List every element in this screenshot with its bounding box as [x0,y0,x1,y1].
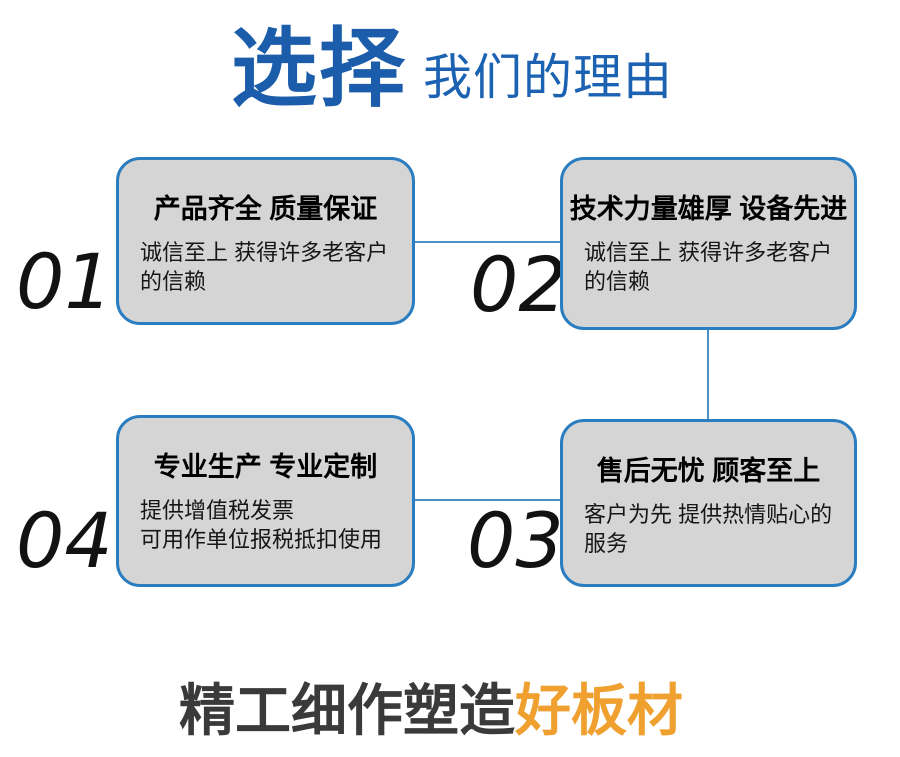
reason-desc-02: 诚信至上 获得许多老客户的信赖 [584,240,833,295]
page-title: 选择 我们的理由 [231,21,674,117]
reason-desc-03: 客户为先 提供热情贴心的服务 [584,502,833,557]
connector-box02-box03 [707,329,709,420]
footer-text-orange: 好板材 [515,679,683,742]
title-main: 选择 [231,21,407,117]
reason-desc-04: 提供增值税发票 可用作单位报税抵扣使用 [140,498,383,553]
reason-box-01: 产品齐全 质量保证 诚信至上 获得许多老客户的信赖 [116,157,415,325]
footer-slogan: 精工细作塑造好板材 [0,679,862,742]
reason-box-02: 技术力量雄厚 设备先进 诚信至上 获得许多老客户的信赖 [560,157,857,330]
reason-title-02: 技术力量雄厚 设备先进 [569,194,848,224]
reason-title-01: 产品齐全 质量保证 [153,194,378,224]
connector-box04-box03 [413,499,561,501]
reason-title-04: 专业生产 专业定制 [153,452,378,482]
connector-box01-box02 [413,241,561,243]
footer-text-gray: 精工细作塑造 [179,679,515,742]
reason-number-01: 01 [16,237,113,326]
reason-desc-01: 诚信至上 获得许多老客户的信赖 [140,240,389,295]
reason-number-04: 04 [16,496,113,585]
reason-title-03: 售后无忧 顾客至上 [596,456,821,486]
reason-number-03: 03 [467,496,564,585]
title-sub: 我们的理由 [423,51,674,106]
reason-box-04: 专业生产 专业定制 提供增值税发票 可用作单位报税抵扣使用 [116,415,415,587]
reason-number-02: 02 [470,240,567,329]
reason-box-03: 售后无忧 顾客至上 客户为先 提供热情贴心的服务 [560,419,857,587]
